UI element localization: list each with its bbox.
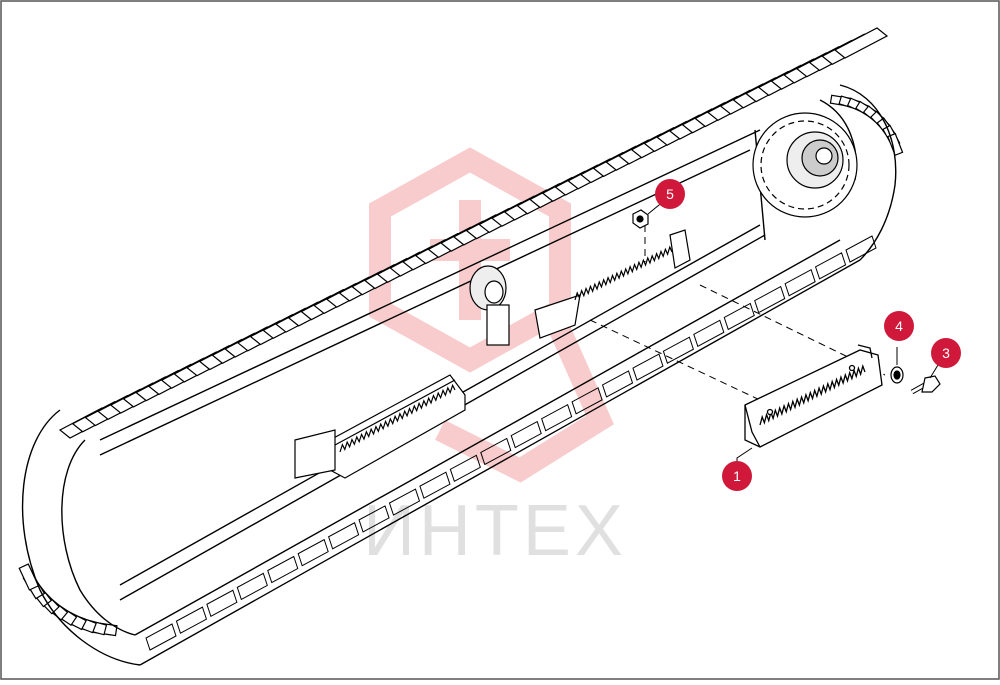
guard-teeth-part-1 — [759, 363, 866, 426]
part-5-nut — [632, 209, 649, 229]
track-shoe-bottom — [388, 488, 421, 516]
callout-1-label: 1 — [733, 468, 741, 484]
track-shoe-top — [833, 27, 889, 59]
part-1-track-guard — [744, 344, 883, 448]
callout-4-label: 4 — [895, 318, 903, 334]
callout-3-label: 3 — [942, 345, 950, 361]
track-shoe-bottom — [723, 302, 755, 331]
callout-3-badge — [931, 338, 961, 368]
track-shoe-rear — [18, 563, 40, 591]
installed-track-guard-right — [534, 229, 691, 339]
guard-teeth-left — [339, 383, 456, 453]
callout-5: 5 — [655, 179, 685, 209]
track-chain-top — [18, 27, 904, 637]
callout-3: 3 — [931, 338, 961, 368]
track-shoe-bottom — [541, 403, 573, 432]
guard-teeth-middle — [574, 245, 673, 301]
track-shoe-bottom — [267, 555, 299, 584]
callout-4-badge — [884, 311, 914, 341]
track-shoe-bottom — [510, 420, 542, 449]
track-shoe-bottom — [480, 437, 512, 466]
callout-1-badge — [722, 461, 752, 491]
track-shoe-bottom — [601, 370, 634, 398]
part-3-bolt — [910, 375, 941, 395]
track-shoe-bottom — [449, 454, 481, 483]
drive-sprocket — [752, 112, 858, 218]
track-shoe-bottom — [328, 522, 360, 550]
watermark-text: ИНТЕХ — [363, 491, 627, 571]
track-shoe-bottom — [145, 623, 177, 651]
track-shoe-bottom — [175, 606, 208, 634]
track-shoe-bottom — [693, 319, 725, 348]
track-chain-bottom — [145, 235, 877, 651]
track-shoe-bottom — [845, 235, 877, 263]
track-shoe-bottom — [236, 572, 268, 601]
track-shoe-bottom — [206, 589, 238, 617]
carrier-roller — [469, 265, 510, 346]
callout-5-badge — [655, 179, 685, 209]
callout-1: 1 — [722, 461, 752, 491]
track-shoe-bottom — [662, 336, 694, 364]
track-shoe-bottom — [754, 285, 786, 314]
track-shoe-bottom — [571, 387, 603, 415]
installed-track-guard-left — [294, 374, 466, 479]
callout-4: 4 — [884, 311, 914, 341]
track-shoe-bottom — [297, 538, 329, 567]
track-shoe-bottom — [784, 269, 816, 297]
track-shoe-bottom — [632, 353, 664, 381]
part-4-washer — [890, 366, 904, 384]
track-shoe-bottom — [419, 471, 451, 499]
track-frame — [21, 84, 897, 666]
callout-5-label: 5 — [666, 186, 674, 202]
track-shoe-bottom — [814, 252, 847, 280]
track-shoe-bottom — [358, 505, 390, 533]
